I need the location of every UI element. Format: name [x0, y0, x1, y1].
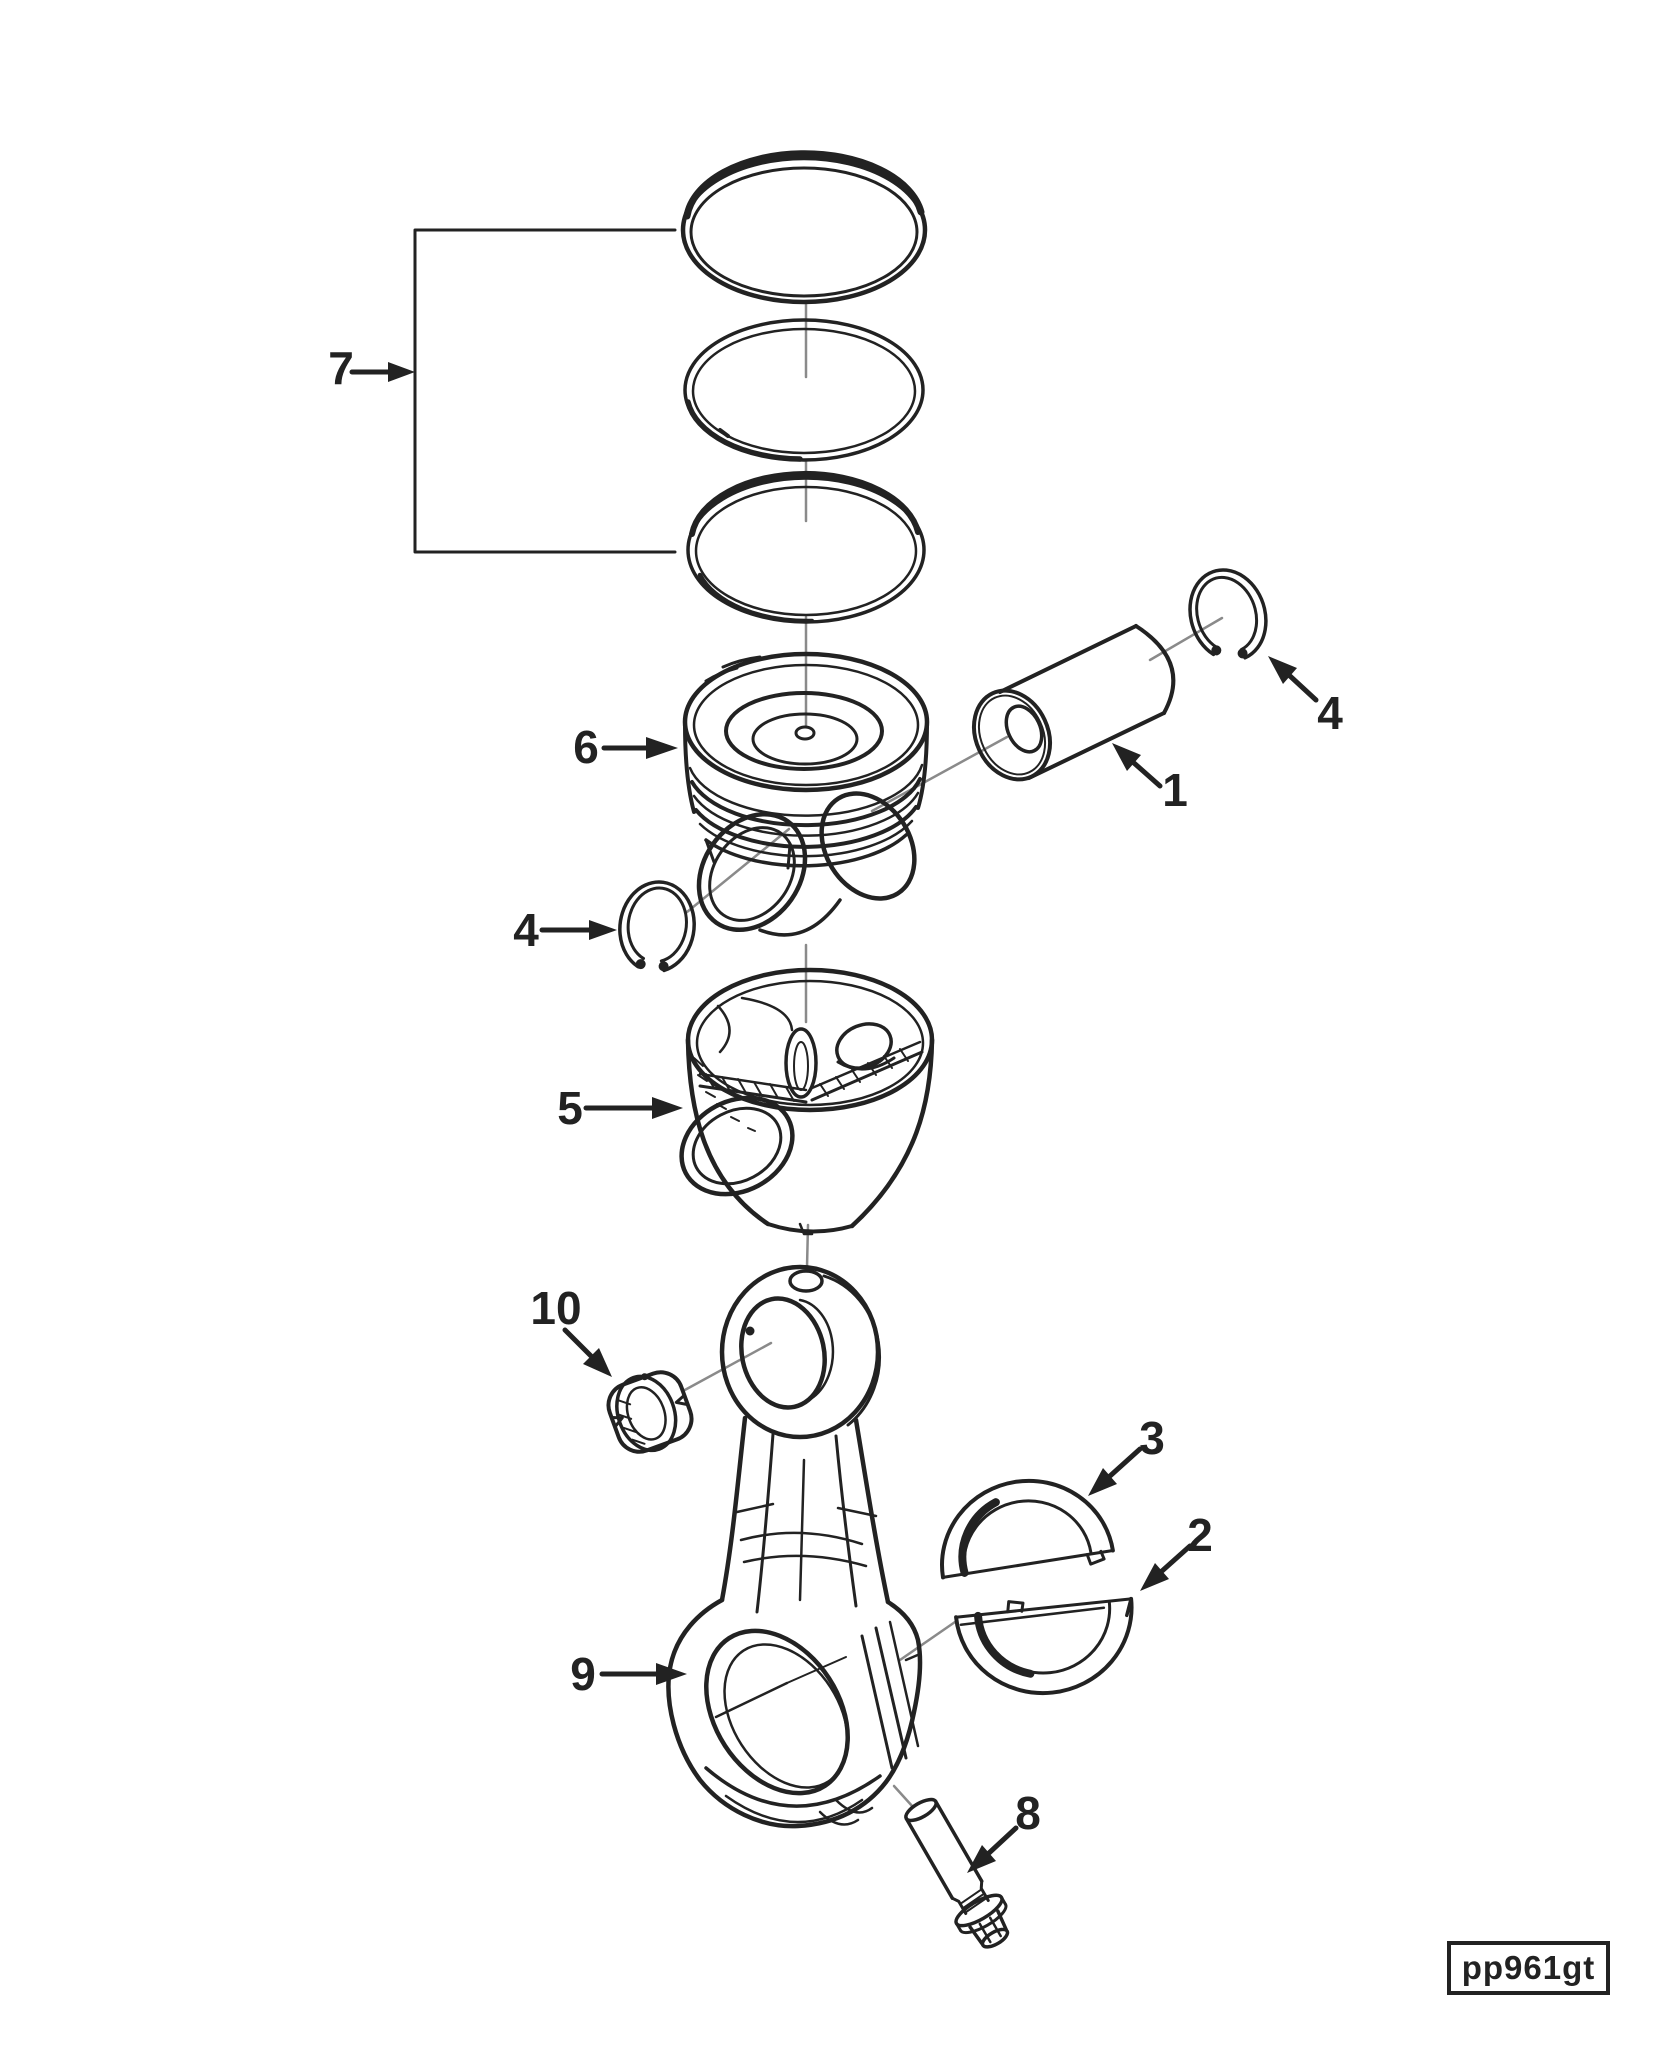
callout-label-5: 5 — [557, 1082, 583, 1134]
piston-skirt — [679, 967, 935, 1236]
callout-label-1: 1 — [1162, 764, 1188, 816]
rod-bolt — [904, 1797, 1010, 1949]
callout-label-6: 6 — [573, 721, 599, 773]
rod-bearing-lower — [954, 1596, 1134, 1696]
callout-5-arrow — [583, 1097, 683, 1119]
leader-lines — [681, 301, 1224, 1809]
callout-6-arrow — [601, 737, 678, 759]
figure-code: pp961gt — [1461, 1949, 1596, 1986]
piston-ring-oil — [686, 470, 926, 624]
callout-10-arrow — [562, 1327, 612, 1377]
pin-bushing — [606, 1370, 694, 1454]
callout-2-arrow — [1140, 1543, 1193, 1591]
callout-label-10: 10 — [530, 1282, 582, 1334]
rod-bearing-upper — [940, 1478, 1115, 1580]
callout-4-left-arrow — [539, 920, 617, 940]
connecting-rod — [666, 1264, 923, 1829]
piston-ring-second — [683, 318, 925, 462]
piston-ring-top — [680, 150, 928, 305]
callout-label-8: 8 — [1015, 1787, 1041, 1839]
callout-7-arrow — [349, 362, 415, 382]
callout-9-arrow — [599, 1663, 687, 1685]
callout-1-arrow — [1112, 743, 1163, 789]
callout-label-4-left: 4 — [513, 904, 539, 956]
retaining-ring-left — [618, 880, 696, 973]
figure-code-box: pp961gt — [1447, 1941, 1610, 1995]
callout-label-4-right: 4 — [1317, 687, 1343, 739]
callout-arrows — [349, 362, 1319, 1873]
callout-4-right-arrow — [1268, 656, 1319, 703]
piston-crown — [682, 651, 930, 937]
piston-pin — [972, 624, 1176, 782]
callout-label-2: 2 — [1187, 1509, 1213, 1561]
callout-label-7: 7 — [328, 342, 354, 394]
callout-3-arrow — [1088, 1446, 1143, 1496]
callout-label-3: 3 — [1139, 1412, 1165, 1464]
ring-set-bracket — [413, 228, 677, 554]
retaining-ring-right — [1188, 568, 1268, 660]
callout-label-9: 9 — [570, 1648, 596, 1700]
callout-8-arrow — [967, 1825, 1019, 1873]
